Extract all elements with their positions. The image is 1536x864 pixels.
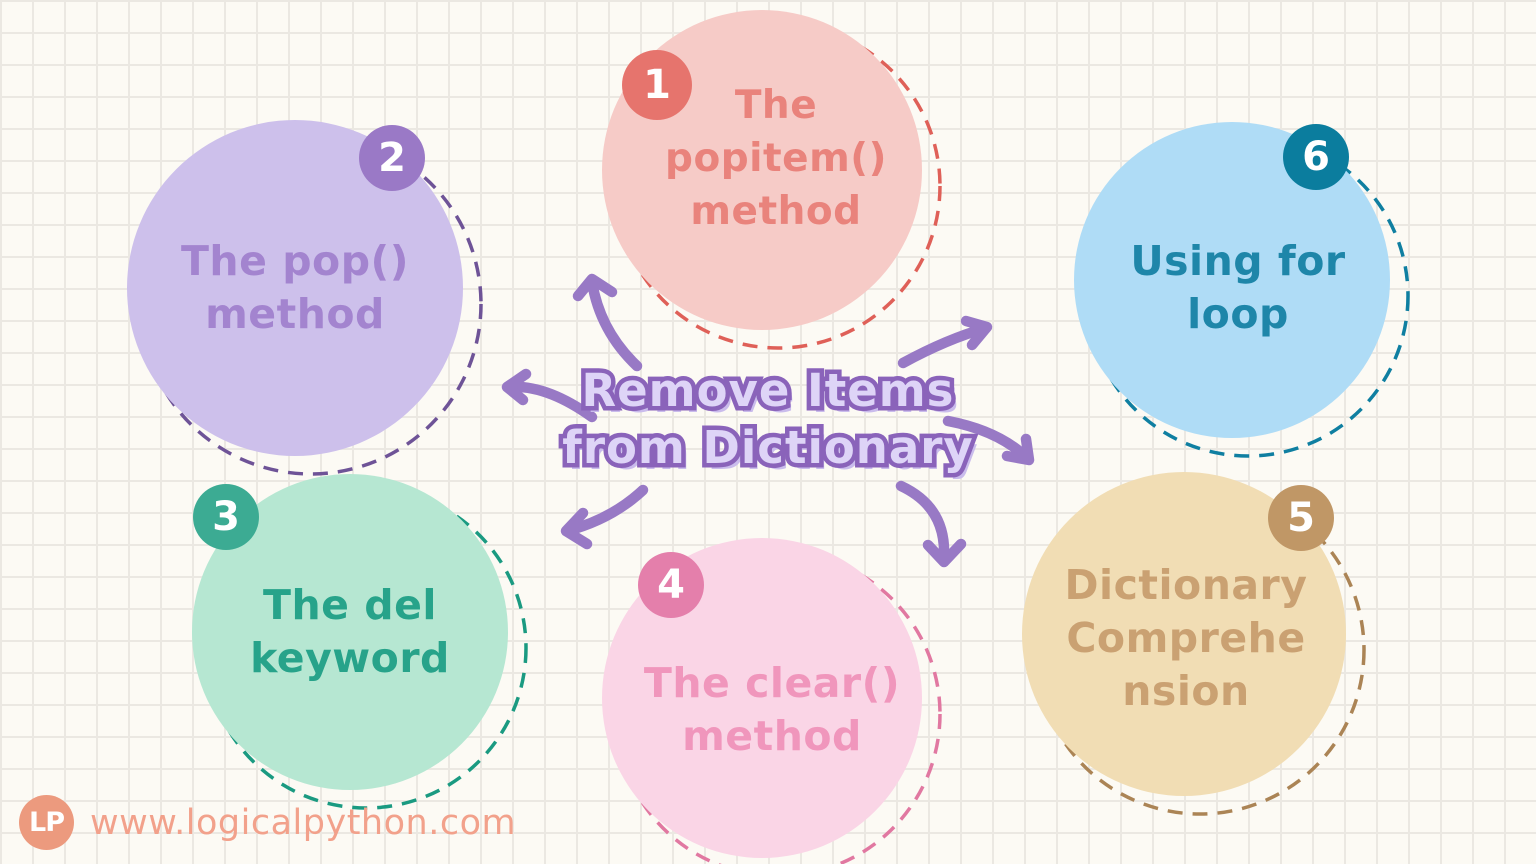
node-label-line: method: [690, 188, 862, 234]
title-outline: from Dictionary: [558, 417, 977, 479]
node-label: Dictionary Comprehe nsion: [1064, 559, 1307, 718]
main-title: Remove Items Remove Items from Dictionar…: [468, 360, 1068, 479]
node-number-badge: 2: [359, 125, 425, 191]
node-label-line: Comprehe: [1066, 613, 1306, 662]
node-label-line: method: [682, 712, 862, 760]
node-number-badge: 5: [1268, 485, 1334, 551]
node-label: Using for loop: [1130, 235, 1345, 341]
node-number: 1: [643, 62, 671, 108]
lp-logo: LP: [19, 795, 74, 850]
node-number-badge: 4: [638, 552, 704, 618]
node-label-line: popitem(): [665, 135, 887, 181]
logo-initials: LP: [29, 807, 65, 838]
node-number: 4: [657, 562, 685, 608]
node-label-line: Using for: [1130, 237, 1346, 285]
node-label-line: loop: [1187, 290, 1289, 338]
footer: LP www.logicalpython.com: [19, 795, 516, 850]
node-label: The popitem() method: [665, 79, 887, 238]
node-label-line: The pop(): [180, 237, 410, 285]
node-number: 2: [378, 135, 406, 181]
dashed-ring: [1034, 484, 1366, 816]
node-label-line: The: [734, 82, 818, 128]
node-number: 6: [1302, 134, 1330, 180]
node-number: 5: [1287, 495, 1315, 541]
node-label-line: keyword: [250, 634, 450, 682]
website-url: www.logicalpython.com: [90, 802, 517, 843]
node-label: The pop() method: [181, 235, 409, 341]
node-label: The clear() method: [644, 657, 900, 763]
node-label-line: The del: [263, 581, 437, 629]
node-label-line: method: [205, 290, 385, 338]
main-title-line1: Remove Items Remove Items: [468, 360, 1068, 422]
node-label-line: Dictionary: [1064, 560, 1308, 609]
node-circle: Using for loop: [1074, 122, 1390, 438]
node-number: 3: [212, 494, 240, 540]
node-number-badge: 6: [1283, 124, 1349, 190]
node-label-line: The clear(): [643, 659, 901, 707]
node-label-line: nsion: [1122, 666, 1250, 715]
title-text: from Dictionary: [562, 421, 974, 474]
node-label: The del keyword: [250, 579, 450, 685]
main-title-line2: from Dictionary from Dictionary: [468, 417, 1068, 479]
title-outline: Remove Items: [577, 360, 958, 422]
node-number-badge: 1: [622, 50, 692, 120]
node-circle: The del keyword: [192, 474, 508, 790]
arrow-to-node-3: [560, 484, 649, 550]
title-text: Remove Items: [581, 364, 955, 417]
node-number-badge: 3: [193, 484, 259, 550]
